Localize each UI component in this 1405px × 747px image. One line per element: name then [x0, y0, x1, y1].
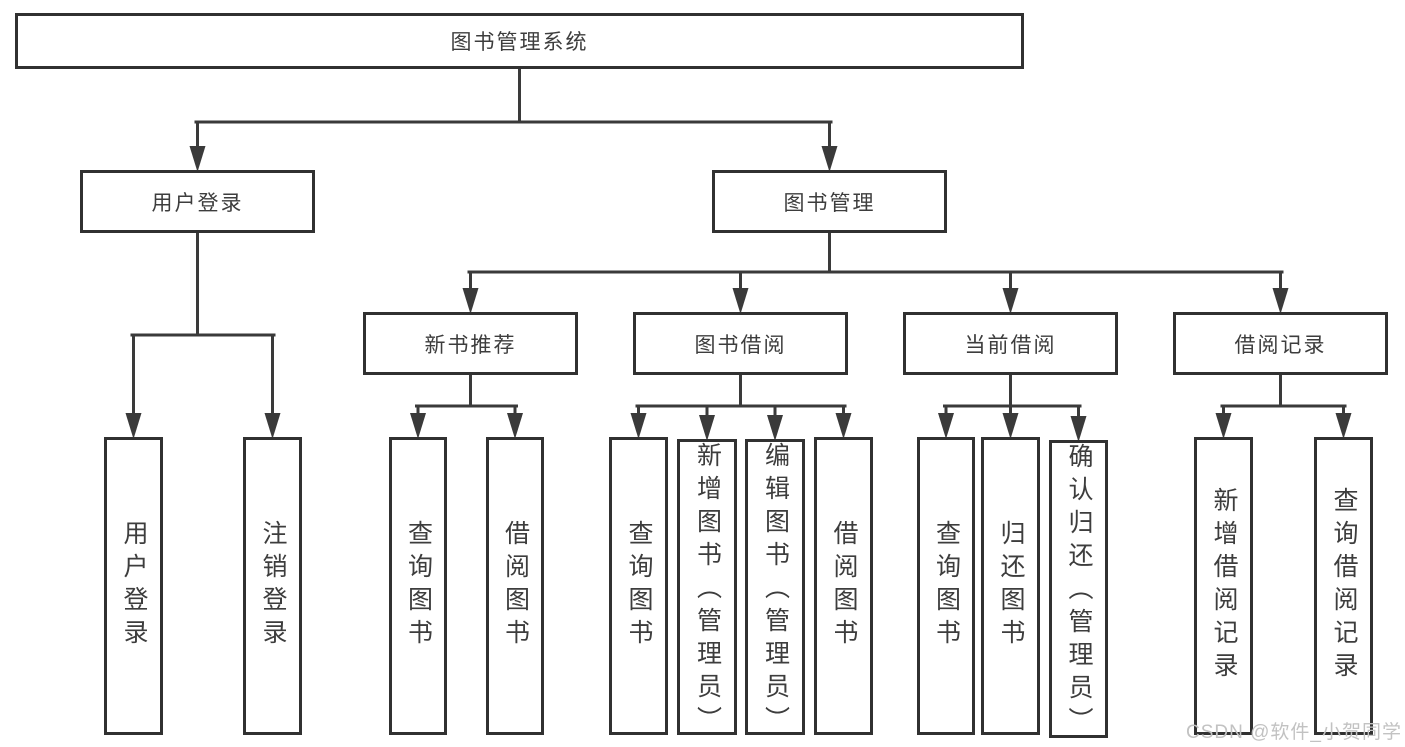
arrowhead	[767, 415, 783, 441]
node-leaf-add-book: 新增图书（管理员）	[677, 439, 737, 739]
node-borrow-records: 借阅记录	[1173, 312, 1388, 375]
arrowhead	[1272, 288, 1289, 314]
node-root: 图书管理系统	[15, 13, 1024, 69]
arrowhead	[264, 413, 281, 439]
arrowhead	[507, 413, 523, 439]
node-label: 当前借阅	[964, 333, 1057, 357]
node-label: 归还图书	[997, 520, 1025, 652]
node-leaf-user-login: 用户登录	[104, 437, 163, 735]
arrowhead	[938, 413, 954, 439]
node-leaf-query-book-new: 查询图书	[389, 437, 447, 735]
arrowhead	[835, 413, 852, 439]
node-leaf-confirm-return: 确认归还（管理员）	[1049, 440, 1108, 740]
arrowhead	[1335, 413, 1352, 439]
node-label: 注销登录	[259, 520, 287, 652]
arrowhead	[189, 146, 206, 172]
node-label: 新增借阅记录	[1210, 487, 1238, 685]
arrowhead	[1215, 413, 1232, 439]
arrowhead	[699, 415, 715, 441]
node-leaf-query-book-current: 查询图书	[917, 437, 975, 735]
node-current-borrow: 当前借阅	[903, 312, 1118, 375]
arrowhead	[1070, 416, 1087, 442]
node-label: 查询借阅记录	[1330, 487, 1358, 685]
node-leaf-add-borrow-record: 新增借阅记录	[1194, 437, 1253, 735]
arrowhead	[1002, 413, 1019, 439]
arrowhead	[732, 288, 749, 314]
node-label: 图书管理系统	[450, 31, 589, 54]
node-leaf-query-borrow-record: 查询借阅记录	[1314, 437, 1373, 735]
node-label: 借阅图书	[501, 520, 530, 652]
arrowhead	[462, 288, 479, 314]
node-label: 图书借阅	[694, 333, 787, 357]
node-leaf-logout: 注销登录	[243, 437, 302, 735]
node-new-book-rec: 新书推荐	[363, 312, 578, 375]
node-book-mgmt: 图书管理	[712, 170, 947, 233]
node-label: 查询图书	[404, 520, 433, 652]
node-label: 借阅记录	[1234, 333, 1327, 357]
node-label: 查询图书	[625, 520, 653, 652]
arrowhead	[821, 146, 838, 172]
node-label: 图书管理	[783, 191, 876, 215]
node-leaf-borrow-book-borrow: 借阅图书	[814, 437, 873, 735]
node-label: 新增图书（管理员）	[693, 442, 722, 739]
node-label: 新书推荐	[424, 333, 517, 357]
node-label: 用户登录	[151, 191, 244, 215]
arrowhead	[125, 413, 142, 439]
arrowhead	[630, 413, 647, 439]
node-leaf-query-book-borrow: 查询图书	[609, 437, 668, 735]
node-user-login: 用户登录	[80, 170, 315, 233]
node-label: 用户登录	[120, 520, 148, 652]
node-book-borrow: 图书借阅	[633, 312, 848, 375]
node-label: 借阅图书	[830, 520, 858, 652]
node-leaf-edit-book: 编辑图书（管理员）	[745, 439, 805, 739]
node-leaf-return-book: 归还图书	[981, 437, 1040, 735]
watermark: CSDN @软件_小贺同学	[1186, 722, 1402, 743]
node-label: 查询图书	[932, 520, 961, 652]
arrowhead	[410, 413, 426, 439]
arrowhead	[1002, 288, 1019, 314]
node-label: 编辑图书（管理员）	[761, 442, 790, 739]
node-leaf-borrow-book-new: 借阅图书	[486, 437, 544, 735]
node-label: 确认归还（管理员）	[1065, 443, 1093, 740]
